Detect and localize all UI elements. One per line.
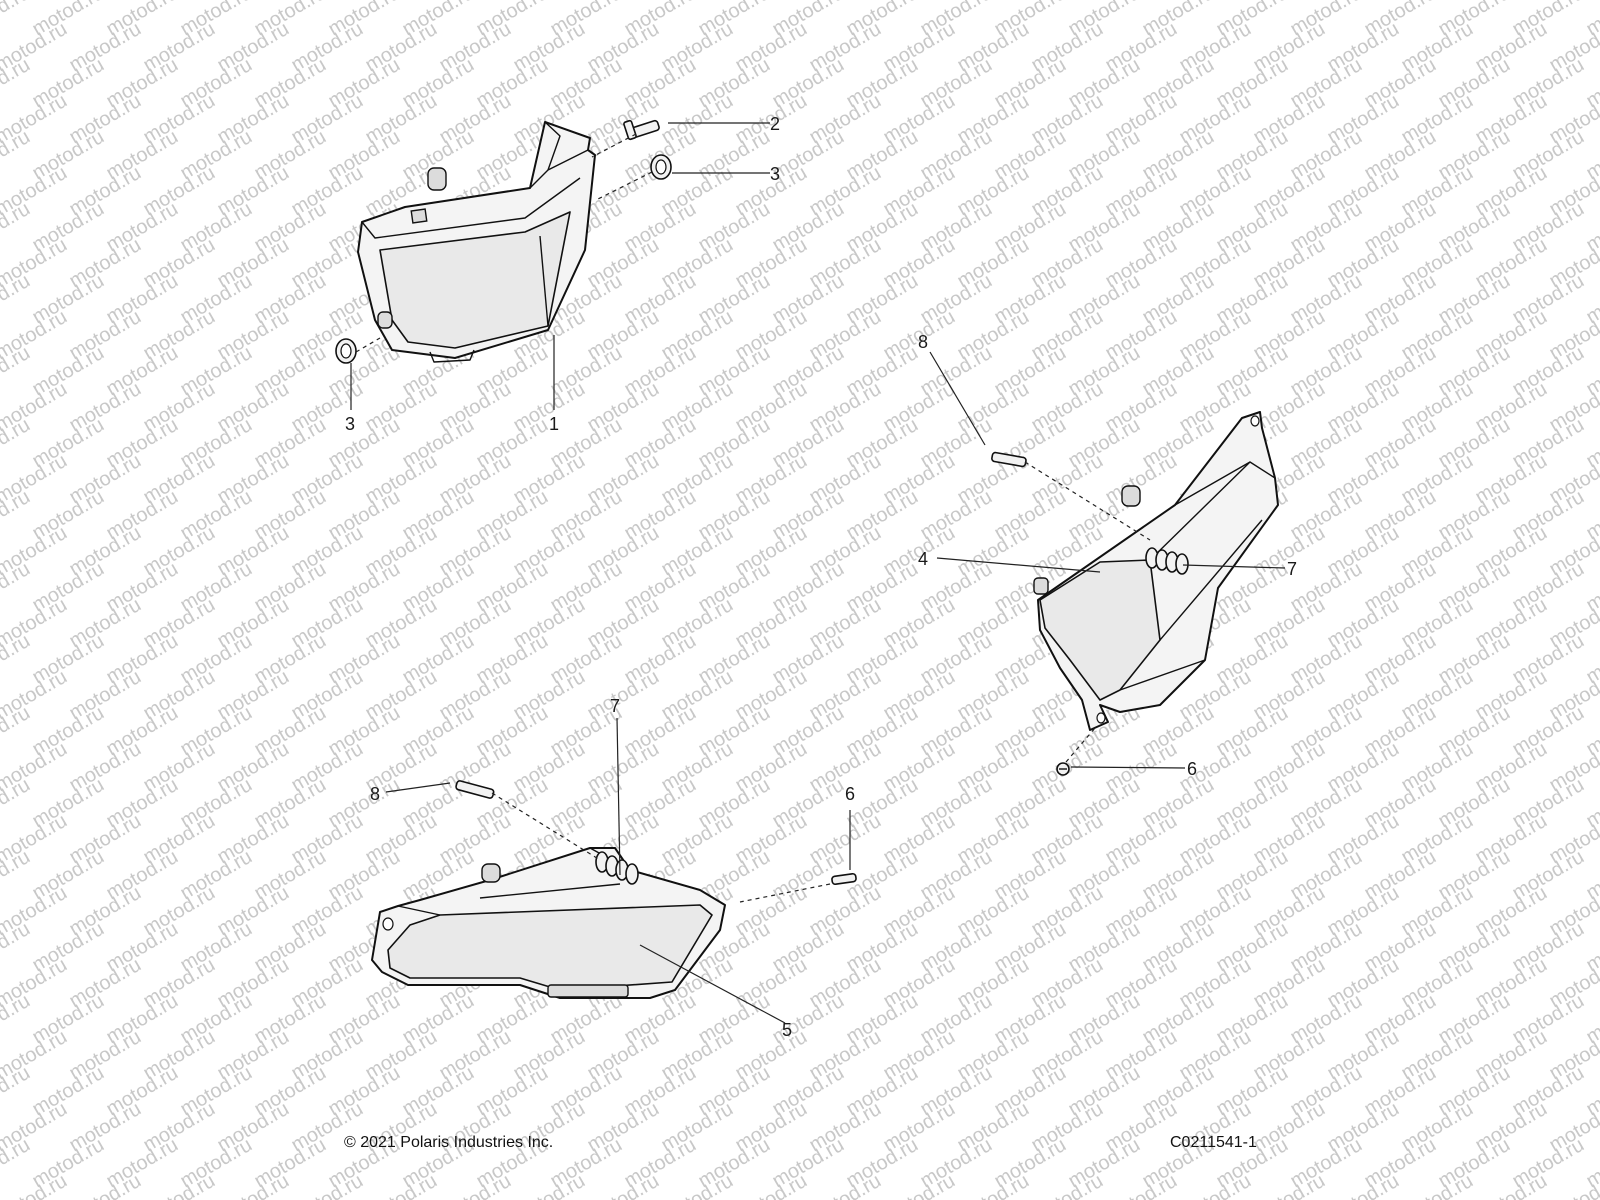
callout-3-right: 3: [770, 164, 780, 184]
screw-right: [1056, 762, 1070, 776]
callout-2: 2: [770, 114, 780, 134]
callout-1: 1: [549, 414, 559, 434]
callout-7-lower: 7: [610, 696, 620, 716]
callout-7-right: 7: [1287, 559, 1297, 579]
drawing-number: C0211541-1: [1170, 1134, 1257, 1151]
copyright-notice: © 2021 Polaris Industries Inc.: [344, 1134, 554, 1151]
callout-6-right: 6: [1187, 759, 1197, 779]
callout-3-left: 3: [345, 414, 355, 434]
callout-8-upper: 8: [918, 332, 928, 352]
grommet-ring-left: [335, 338, 357, 364]
callout-5: 5: [782, 1020, 792, 1040]
callout-6-lower: 6: [845, 784, 855, 804]
callout-4: 4: [918, 549, 928, 569]
grommet-ring-right: [650, 154, 672, 180]
push-pin-fastener: [623, 119, 660, 141]
callout-8-lower: 8: [370, 784, 380, 804]
